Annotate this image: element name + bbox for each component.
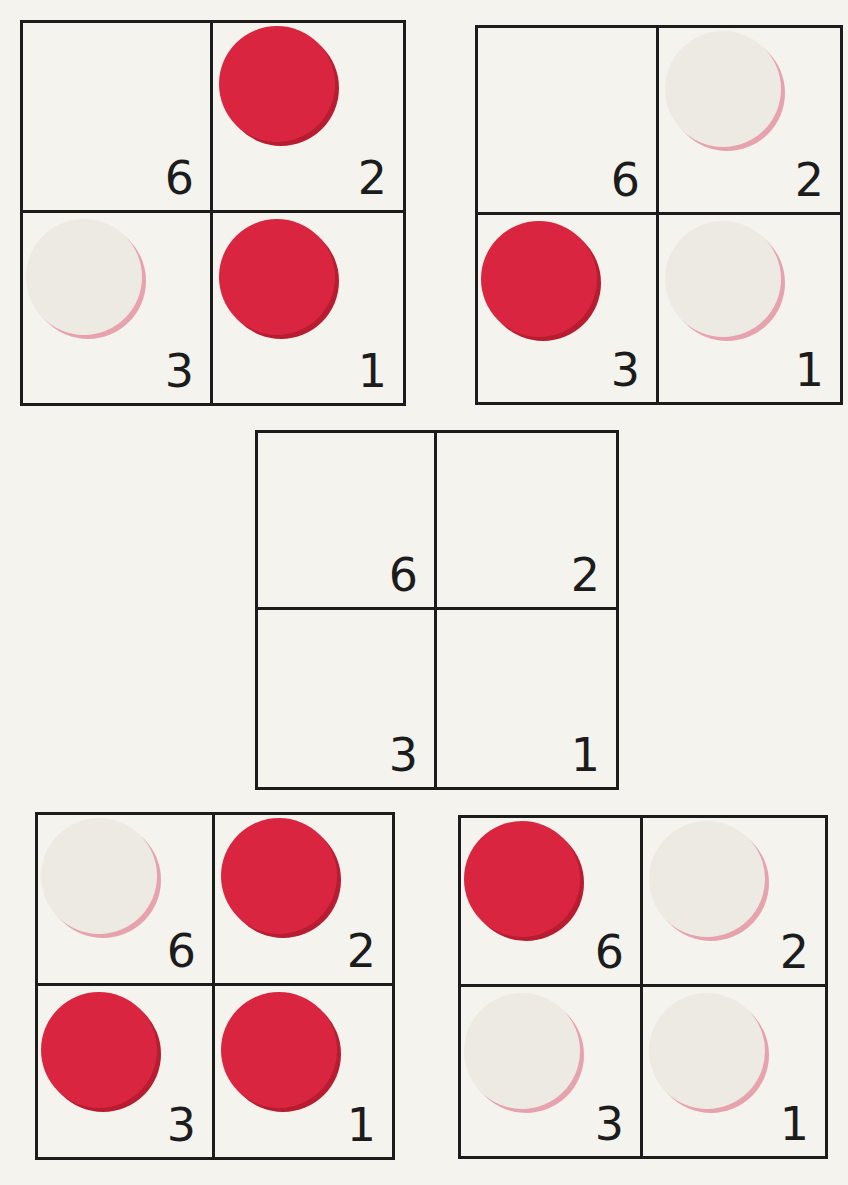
grid-cell: 3 [20,210,213,406]
white-counter [464,993,580,1109]
cell-number: 2 [358,153,387,204]
cell-number: 2 [571,550,600,601]
red-counter [41,992,157,1108]
grid-cell: 1 [210,210,406,406]
cell-number: 1 [571,730,600,781]
cell-number: 6 [595,927,624,978]
red-counter [219,219,335,335]
grid-cell: 2 [434,430,619,610]
cell-number: 1 [795,345,824,396]
grid-cell: 6 [475,25,659,215]
cell-number: 3 [611,345,640,396]
cell-number: 3 [595,1099,624,1150]
cell-number: 2 [780,927,809,978]
grid-cell: 6 [35,812,215,986]
white-counter [41,818,157,934]
cell-number: 2 [795,155,824,206]
grid-cell: 6 [255,430,437,610]
white-counter [665,31,781,147]
grid-cell: 1 [640,984,828,1159]
cell-number: 3 [167,1100,196,1151]
white-counter [665,221,781,337]
grid-cell: 6 [458,815,643,987]
grid-cell: 1 [434,607,619,790]
grid-cell: 2 [212,812,395,986]
grid-cell: 1 [656,212,843,405]
cell-number: 1 [780,1099,809,1150]
red-counter [481,221,597,337]
cell-number: 6 [165,153,194,204]
cell-number: 6 [389,550,418,601]
grid-cell: 1 [212,983,395,1160]
white-counter [649,993,765,1109]
cell-number: 3 [389,730,418,781]
red-counter [219,26,335,142]
grid-cell: 6 [20,20,213,213]
white-counter [26,219,142,335]
grid-cell: 3 [255,607,437,790]
cell-number: 1 [358,346,387,397]
grid-cell: 3 [458,984,643,1159]
white-counter [649,821,765,937]
red-counter [41,26,601,1112]
cell-number: 1 [347,1100,376,1151]
grid-cell: 3 [475,212,659,405]
grid-cell: 3 [35,983,215,1160]
grid-cell: 2 [210,20,406,213]
cell-number: 6 [167,926,196,977]
cell-number: 2 [347,926,376,977]
red-counter [221,818,337,934]
cell-number: 6 [611,155,640,206]
red-counter [464,821,580,937]
red-counter [221,992,337,1108]
grid-cell: 2 [640,815,828,987]
cell-number: 3 [165,346,194,397]
grid-cell: 2 [656,25,843,215]
